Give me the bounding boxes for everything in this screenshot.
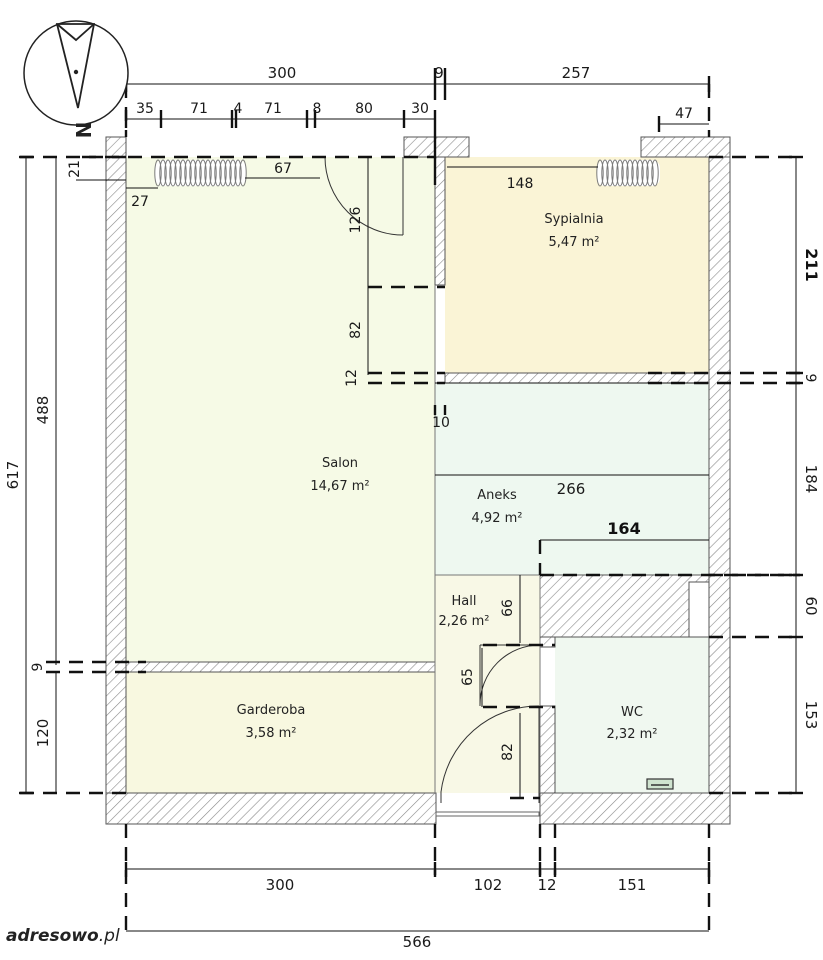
dim-bottom-300: 300	[266, 876, 295, 894]
dim-left-21: 21	[67, 160, 83, 178]
room-name-sypialnia: Sypialnia	[544, 212, 603, 227]
room-name-wc: WC	[621, 705, 643, 720]
dim-top-71a: 71	[190, 101, 208, 117]
logo-tld: .pl	[98, 926, 120, 946]
dim-top-30: 30	[411, 101, 429, 117]
wc-fill	[555, 637, 709, 793]
dim-bottom-151: 151	[618, 876, 647, 894]
walls	[105, 136, 731, 825]
radiator-salon	[154, 159, 247, 187]
dim-hall-65: 65	[460, 668, 476, 686]
dim-top-4: 4	[234, 101, 243, 117]
door-entrance	[440, 705, 540, 803]
dim-aneks-164: 164	[607, 519, 640, 538]
dim-hall-82: 82	[500, 743, 516, 761]
dim-top-47: 47	[675, 106, 693, 122]
dim-radiator-148: 148	[507, 176, 534, 192]
dim-aneks-266: 266	[557, 480, 586, 498]
dim-top-35: 35	[136, 101, 154, 117]
dim-left-120: 120	[34, 719, 52, 748]
dim-left-9: 9	[30, 663, 46, 672]
room-area-sypialnia: 5,47 m²	[549, 235, 600, 250]
dim-top-80: 80	[355, 101, 373, 117]
sypialnia-fill	[445, 157, 709, 373]
room-area-hall: 2,26 m²	[439, 614, 490, 629]
dim-right-153: 153	[802, 701, 820, 730]
dim-top-wall: 9	[434, 64, 444, 82]
dim-top-right-total: 257	[562, 64, 591, 82]
dim-left-617: 617	[4, 461, 22, 490]
aneks-fill	[435, 383, 709, 575]
dim-left-27: 27	[131, 194, 149, 210]
dim-left-488: 488	[34, 396, 52, 425]
salon-fill	[126, 157, 435, 665]
dim-top-8: 8	[313, 101, 322, 117]
dim-right-184: 184	[802, 465, 820, 494]
dim-top-left-total: 300	[268, 64, 297, 82]
door-salon-top	[324, 156, 404, 236]
room-name-salon: Salon	[322, 456, 358, 471]
dim-span-82-upper: 82	[348, 321, 364, 339]
dim-top-71b: 71	[264, 101, 282, 117]
dim-bottom-566: 566	[403, 933, 432, 951]
dim-right-211: 211	[802, 248, 821, 281]
dimension-lines	[25, 83, 797, 932]
dim-right-60: 60	[802, 596, 820, 615]
logo-brand: adresowo	[6, 926, 99, 946]
room-name-garderoba: Garderoba	[237, 703, 306, 718]
compass: N	[23, 20, 129, 139]
radiator-sypialnia	[596, 159, 660, 187]
dim-bottom-12: 12	[537, 876, 556, 894]
wc-fixture	[646, 778, 674, 790]
dashed-extension-lines	[20, 84, 800, 931]
room-name-aneks: Aneks	[477, 488, 517, 503]
dim-door-126: 126	[348, 207, 364, 234]
room-name-hall: Hall	[452, 594, 477, 609]
dim-wall-12: 12	[344, 369, 360, 387]
dim-right-9: 9	[802, 374, 818, 383]
room-area-wc: 2,32 m²	[607, 727, 658, 742]
adresowo-logo: adresowo.pl	[6, 926, 120, 946]
room-area-garderoba: 3,58 m²	[246, 726, 297, 741]
room-area-salon: 14,67 m²	[310, 479, 369, 494]
compass-north-label: N	[71, 122, 95, 139]
dim-hall-66: 66	[500, 599, 516, 617]
room-area-aneks: 4,92 m²	[472, 511, 523, 526]
dim-bottom-102: 102	[474, 876, 503, 894]
dim-radiator-67: 67	[274, 161, 292, 177]
dim-wall-10: 10	[432, 415, 450, 431]
garderoba-fill	[126, 672, 435, 793]
